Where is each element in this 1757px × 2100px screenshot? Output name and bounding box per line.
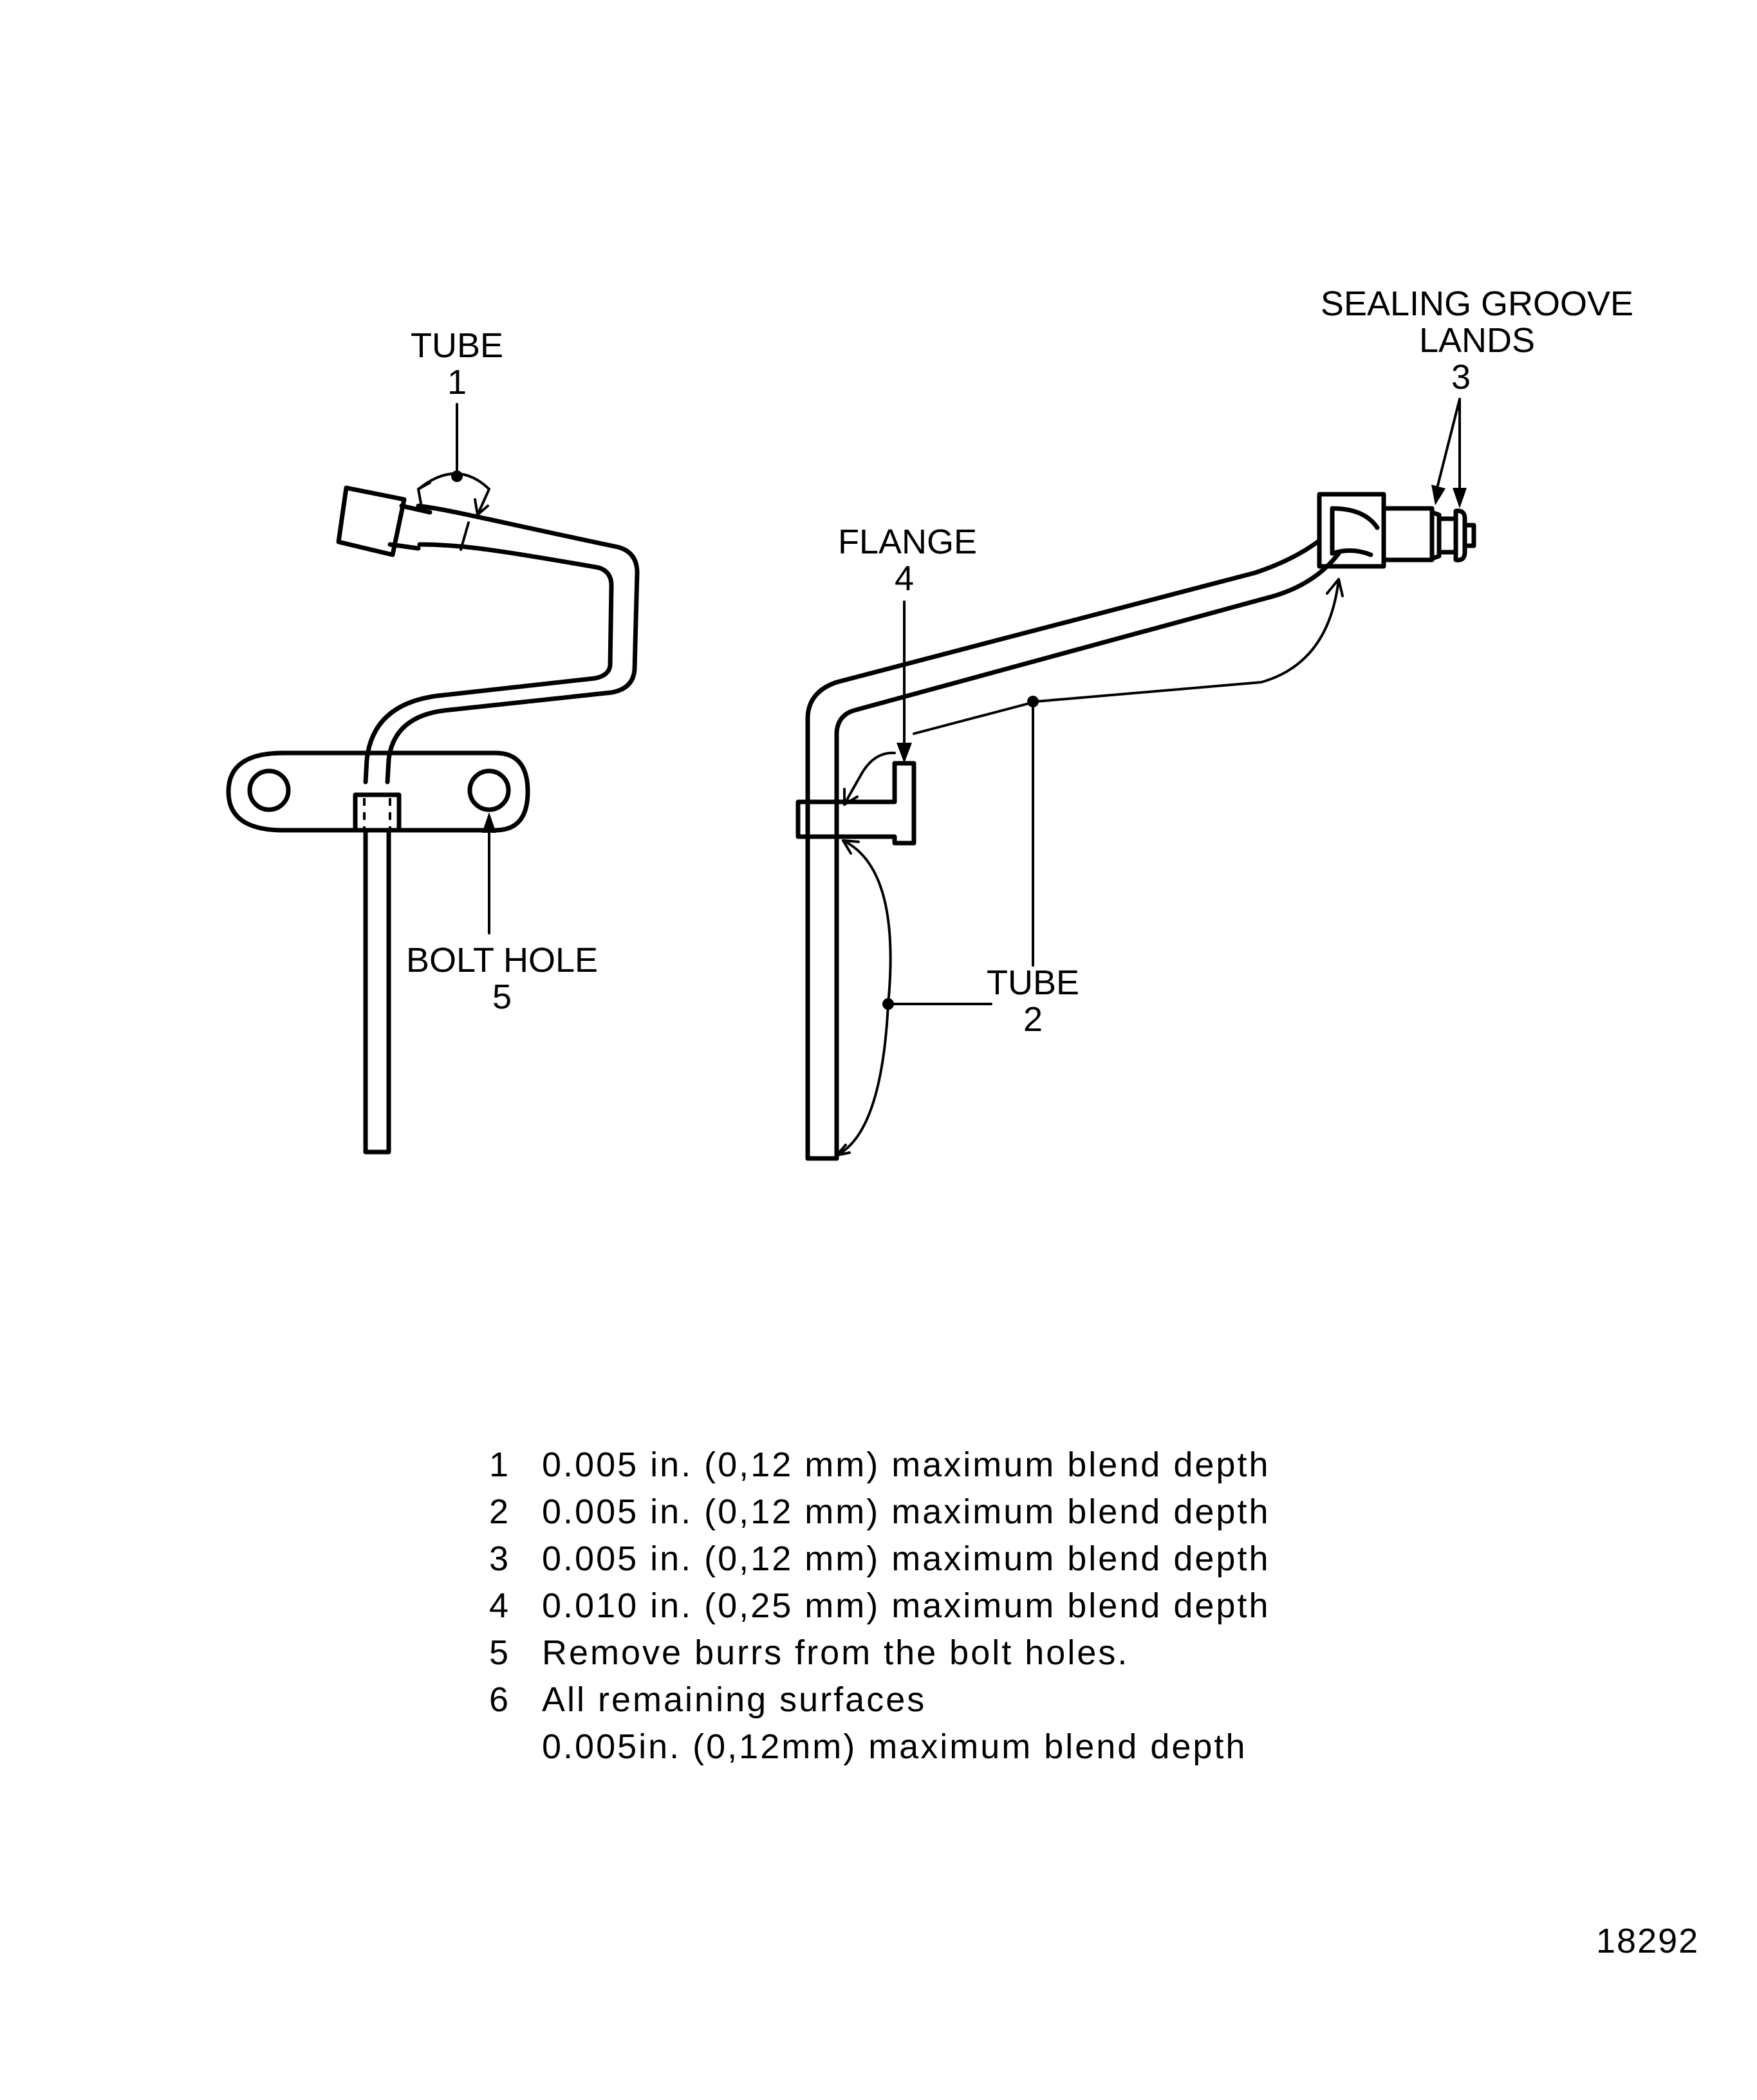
tube-2-lower-blend-arc (835, 839, 892, 1157)
legend-row: 5 Remove burrs from the bolt holes. (489, 1630, 1270, 1677)
callout-tube-1-label: TUBE (411, 326, 503, 365)
legend-text: 0.005 in. (0,12 mm) maximum blend depth (542, 1539, 1270, 1578)
callout-sealing-number: 3 (1451, 358, 1471, 396)
tube-2-diagonal-run (805, 538, 1341, 1161)
callout-sealing-label-line2: LANDS (1419, 321, 1535, 360)
callout-flange-number: 4 (895, 559, 914, 598)
legend-continuation: 0.005in. (0,12mm) maximum blend depth (542, 1727, 1247, 1766)
legend-text: All remaining surfaces (542, 1680, 927, 1719)
legend-number: 6 (489, 1680, 511, 1719)
tube-2-spigot-tip (1462, 523, 1476, 548)
legend-text: 0.005 in. (0,12 mm) maximum blend depth (542, 1445, 1270, 1484)
legend-row: 2 0.005 in. (0,12 mm) maximum blend dept… (489, 1489, 1270, 1536)
legend-row: 1 0.005 in. (0,12 mm) maximum blend dept… (489, 1442, 1270, 1489)
bracket-sleeve (353, 792, 402, 833)
tube-1-fitting-neck (387, 503, 432, 551)
tube-2-upper-blend-arc (913, 578, 1340, 735)
tube-1-section-line (460, 521, 470, 551)
callout-bolt-hole-label: BOLT HOLE (406, 941, 598, 980)
callout-tube-2-number: 2 (1023, 1000, 1043, 1039)
callout-flange-label: FLANGE (838, 523, 977, 561)
callout-tube-1-number: 1 (447, 363, 467, 402)
flange-blend-arc (843, 751, 896, 806)
tube-1-end-fitting (336, 485, 407, 557)
bracket-bolt-hole-left (247, 768, 291, 812)
callout-tube-2-label: TUBE (987, 963, 1079, 1002)
callout-sealing-label-line1: SEALING GROOVE (1321, 284, 1633, 323)
legend-number: 5 (489, 1633, 511, 1672)
bracket-bolt-hole-right (467, 768, 511, 812)
tube-1-arc-arrow (417, 481, 489, 516)
tube-1-assembly (226, 472, 640, 1155)
tube-2-flange (795, 761, 916, 846)
tube-1-bracket (226, 750, 530, 833)
tube-1-lower-run (363, 828, 391, 1155)
legend-number: 2 (489, 1492, 511, 1531)
callout-tube-2-leaders (887, 700, 1034, 1005)
tube-1-upper-run (363, 503, 640, 785)
tube-2-spigot (1381, 506, 1467, 562)
legend-row: 6 All remaining surfaces (489, 1677, 1270, 1724)
legend-number: 1 (489, 1445, 511, 1484)
legend-number: 3 (489, 1539, 511, 1578)
figure-number: 18292 (1596, 1922, 1700, 1960)
legend-row: 4 0.010 in. (0,25 mm) maximum blend dept… (489, 1583, 1270, 1630)
legend-text: 0.005 in. (0,12 mm) maximum blend depth (542, 1492, 1270, 1531)
callout-bolt-hole-number: 5 (492, 978, 512, 1016)
tube-2-box-inner (1330, 506, 1373, 557)
tube-2-end-box (1317, 492, 1386, 569)
legend-text: 0.010 in. (0,25 mm) maximum blend depth (542, 1586, 1270, 1625)
callout-sealing-leaders (1434, 398, 1461, 503)
legend-row: 3 0.005 in. (0,12 mm) maximum blend dept… (489, 1536, 1270, 1583)
legend-text: Remove burrs from the bolt holes. (542, 1633, 1130, 1672)
blend-depth-legend: 1 0.005 in. (0,12 mm) maximum blend dept… (489, 1442, 1270, 1770)
legend-number: 4 (489, 1586, 511, 1625)
